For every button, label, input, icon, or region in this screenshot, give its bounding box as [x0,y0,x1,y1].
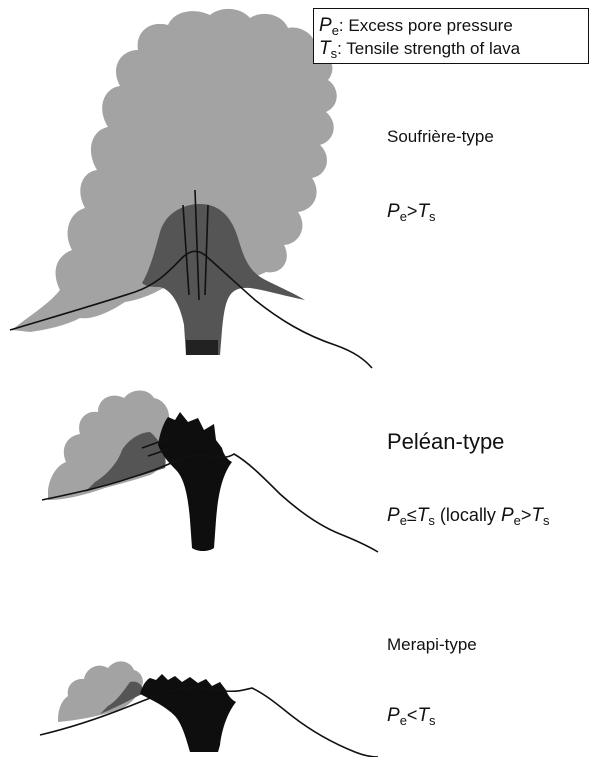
pe-subscript: e [332,23,339,38]
cond2-lhs: P [387,505,400,526]
cond2-operator: ≤ [407,505,417,525]
cond3-rhs: T [417,705,429,726]
cond2-local-operator: > [521,505,532,525]
soufriere-conduit-base [186,340,218,355]
cond2-lhs-sub: e [400,513,407,528]
soufriere-condition: Pe>Ts [387,202,436,221]
cond2-rhs: T [417,505,429,526]
cond3-lhs: P [387,705,400,726]
cond1-rhs: T [417,201,429,222]
pelean-type-label: Peléan-type [387,431,504,453]
cond1-lhs: P [387,201,400,222]
pelean-dome-black [158,412,232,551]
cond1-lhs-sub: e [400,209,407,224]
pe-symbol: P [319,15,332,36]
pelean-panel [42,391,378,553]
ts-subscript: s [331,46,338,61]
cond2-suffix: (locally [435,505,501,525]
cond2-local-lhs: P [501,505,514,526]
legend-box: Pe: Excess pore pressure Ts: Tensile str… [313,8,589,64]
legend-pe-row: Pe: Excess pore pressure [319,16,513,35]
cond1-rhs-sub: s [429,209,436,224]
cond3-lhs-sub: e [400,713,407,728]
cond2-local-rhs: T [531,505,543,526]
merapi-panel [40,661,378,757]
pelean-condition: Pe≤Ts (locally Pe>Ts [387,506,549,525]
cond2-rhs-sub: s [428,513,435,528]
ts-symbol: T [319,38,331,59]
cond1-operator: > [407,201,418,221]
merapi-dome-black [140,674,236,752]
cond2-local-lhs-sub: e [514,513,521,528]
soufriere-type-label: Soufrière-type [387,128,494,145]
cond3-rhs-sub: s [429,713,436,728]
ts-description: : Tensile strength of lava [337,39,520,58]
merapi-type-label: Merapi-type [387,636,477,653]
cond3-operator: < [407,705,418,725]
pe-description: : Excess pore pressure [339,16,513,35]
legend-ts-row: Ts: Tensile strength of lava [319,39,520,58]
cond2-local-rhs-sub: s [543,513,550,528]
merapi-condition: Pe<Ts [387,706,436,725]
